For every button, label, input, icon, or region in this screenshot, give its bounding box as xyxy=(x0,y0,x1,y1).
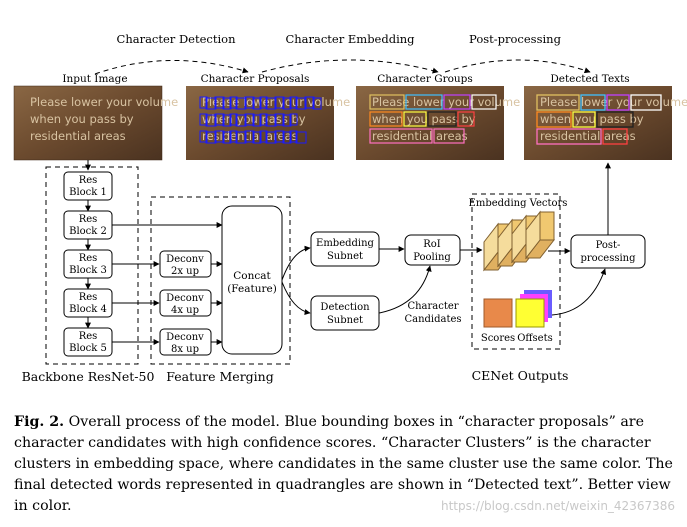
caption-text: Overall process of the model. Blue bound… xyxy=(14,414,673,514)
embedding-subnet-line1: Embedding xyxy=(316,238,375,249)
char-candidates-line2: Candidates xyxy=(404,314,461,325)
deconv-2-line2: 4x up xyxy=(171,305,199,316)
deconv-2-line1: Deconv xyxy=(166,293,204,304)
res-block-3-line1: Res xyxy=(79,253,98,264)
res-block-2-line2: Block 2 xyxy=(69,226,107,237)
deconv-1-line1: Deconv xyxy=(166,254,204,265)
offsets-label: Offsets xyxy=(517,333,553,344)
cenet-outputs-label: CENet Outputs xyxy=(472,368,569,383)
svg-text:Please lower your volume: Please lower your volume xyxy=(372,95,520,109)
deconv-1-line2: 2x up xyxy=(171,266,199,277)
concat-line2: (Feature) xyxy=(227,283,277,295)
post-line1: Post- xyxy=(596,240,621,251)
concat-line1: Concat xyxy=(233,270,271,282)
embedding-vector-cubes xyxy=(482,210,556,272)
res-block-2-line1: Res xyxy=(79,214,98,225)
post-line2: processing xyxy=(580,253,636,264)
detected-image: Please lower your volume when you pass b… xyxy=(524,86,687,160)
svg-text:residential areas: residential areas xyxy=(540,129,636,143)
cenet-outputs-region xyxy=(471,193,561,350)
title-detected-texts: Detected Texts xyxy=(550,73,629,85)
backbone-region xyxy=(45,166,139,365)
res-block-3-line2: Block 3 xyxy=(69,265,107,276)
deconv-3-line1: Deconv xyxy=(166,332,204,343)
backbone-label: Backbone ResNet-50 xyxy=(22,369,155,384)
sign-line-3: residential areas xyxy=(30,129,126,143)
svg-text:residential areas: residential areas xyxy=(372,129,468,143)
roi-line2: Pooling xyxy=(413,252,451,263)
svg-text:when you pass by: when you pass by xyxy=(372,112,476,126)
scores-square xyxy=(483,298,513,328)
res-block-1-line2: Block 1 xyxy=(69,187,107,198)
svg-text:when you pass by: when you pass by xyxy=(540,112,644,126)
scores-label: Scores xyxy=(481,333,515,344)
caption-fig-label: Fig. 2. xyxy=(14,414,65,430)
embedding-vectors-label: Embedding Vectors xyxy=(469,198,568,209)
groups-image: Please lower your volume when you pass b… xyxy=(356,86,520,160)
res-block-1-line1: Res xyxy=(79,175,98,186)
res-block-4-line1: Res xyxy=(79,292,98,303)
svg-text:Please lower your volume: Please lower your volume xyxy=(540,95,687,109)
detection-subnet-line2: Subnet xyxy=(327,315,363,326)
sign-line-1: Please lower your volume xyxy=(30,95,178,109)
res-block-5-line2: Block 5 xyxy=(69,343,107,354)
arc-postprocessing xyxy=(444,59,591,74)
input-image: Please lower your volume when you pass b… xyxy=(13,85,178,161)
stage-embedding: Character Embedding xyxy=(285,32,415,46)
figure-caption: Fig. 2. Overall process of the model. Bl… xyxy=(14,412,680,517)
embedding-subnet-line2: Subnet xyxy=(327,251,363,262)
stage-postprocessing: Post-processing xyxy=(469,32,562,46)
watermark: https://blog.csdn.net/weixin_42367386 xyxy=(440,499,675,513)
title-character-proposals: Character Proposals xyxy=(201,73,310,85)
arc-embedding xyxy=(261,59,439,74)
char-candidates-line1: Character xyxy=(407,301,458,312)
title-character-groups: Character Groups xyxy=(377,73,473,85)
proposals-image: Please lower your volume when you pass b… xyxy=(186,86,350,160)
feature-merging-label: Feature Merging xyxy=(166,369,273,384)
title-input-image: Input Image xyxy=(62,73,127,85)
res-block-4-line2: Block 4 xyxy=(69,304,107,315)
roi-line1: RoI xyxy=(423,239,441,250)
deconv-3-line2: 8x up xyxy=(171,344,199,355)
arc-detection xyxy=(94,59,249,75)
offsets-square xyxy=(515,298,545,328)
sign-line-2: when you pass by xyxy=(30,112,134,126)
detection-subnet-line1: Detection xyxy=(320,302,370,313)
res-block-5-line1: Res xyxy=(79,331,98,342)
stage-detection: Character Detection xyxy=(117,32,237,46)
